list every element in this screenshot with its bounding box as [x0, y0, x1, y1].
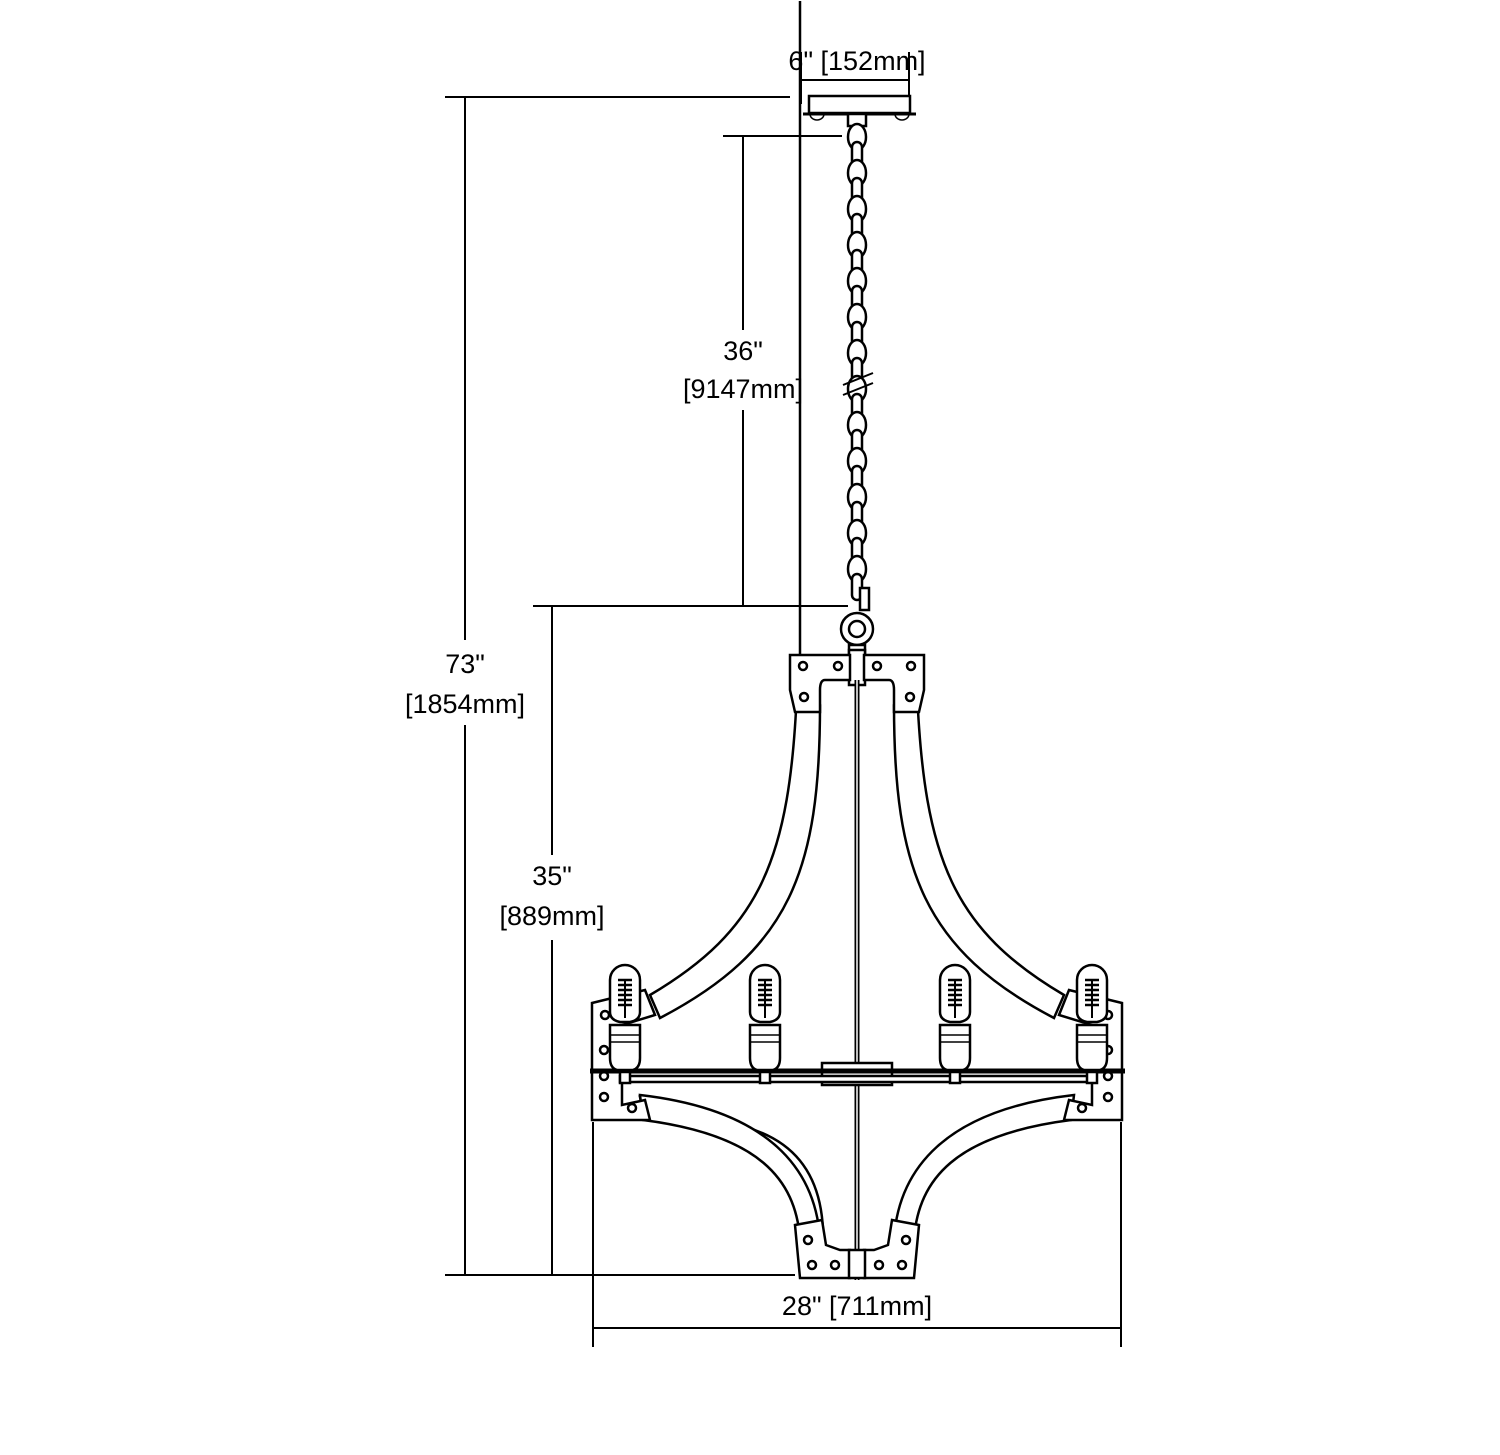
bulb — [938, 963, 972, 1085]
rivet — [1102, 1091, 1114, 1103]
rivet — [598, 1044, 610, 1056]
overall-height-dimension: 73" [1854mm] — [405, 96, 795, 1276]
rivet — [829, 1259, 841, 1271]
rivets — [598, 660, 1114, 1271]
overall-height-metric: [1854mm] — [405, 689, 525, 719]
fixture-height-metric: [889mm] — [499, 901, 604, 931]
chain-length-dimension: 36" [9147mm] — [533, 135, 848, 607]
rivet — [873, 1259, 885, 1271]
rivet — [871, 660, 883, 672]
rivet — [904, 691, 916, 703]
canopy-width-label: 6" [152mm] — [788, 46, 925, 76]
rivet — [797, 660, 809, 672]
canopy-width-dimension: 6" [152mm] — [788, 46, 926, 104]
bulb — [608, 963, 642, 1085]
chain — [846, 122, 868, 602]
rivet — [806, 1259, 818, 1271]
bulbs — [608, 963, 1109, 1085]
rivet — [900, 1234, 912, 1246]
chain-length-imperial: 36" — [723, 336, 763, 366]
center-rod — [847, 648, 867, 1280]
fixture-width-dimension: 28" [711mm] — [592, 1122, 1122, 1347]
rivet — [832, 660, 844, 672]
fixture-width-label: 28" [711mm] — [782, 1291, 932, 1321]
fixture-height-dimension: 35" [889mm] — [499, 606, 605, 1275]
bulb — [1075, 963, 1109, 1085]
rivet — [896, 1259, 908, 1271]
rivet — [599, 1009, 611, 1021]
canopy — [803, 94, 916, 128]
bulb-ring-bar — [590, 1061, 1125, 1087]
fixture-height-imperial: 35" — [532, 861, 572, 891]
rivet — [598, 1091, 610, 1103]
overall-height-imperial: 73" — [445, 649, 485, 679]
rivet — [626, 1102, 638, 1114]
bulb — [748, 963, 782, 1085]
rivet — [798, 691, 810, 703]
rivet — [802, 1234, 814, 1246]
chain-length-metric: [9147mm] — [683, 374, 803, 404]
rivet — [1076, 1102, 1088, 1114]
rivet — [905, 660, 917, 672]
chain-break-symbol — [842, 372, 874, 396]
